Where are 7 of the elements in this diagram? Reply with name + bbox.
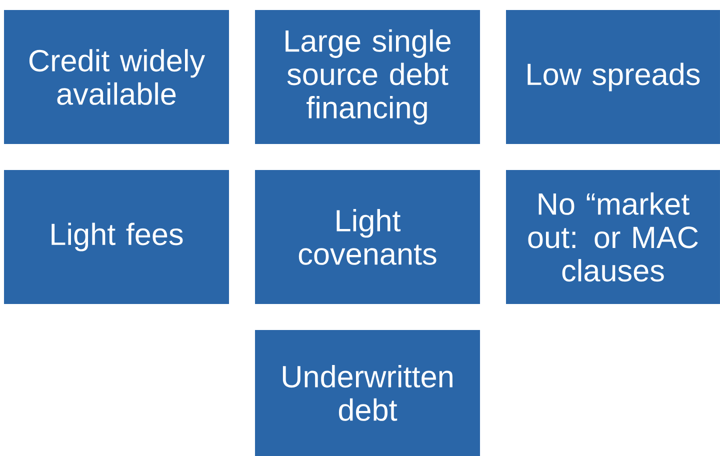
- text-box: Underwritten debt: [255, 330, 480, 456]
- text-box: Low spreads: [506, 10, 720, 144]
- text-box: Large single source debt financing: [255, 10, 480, 144]
- text-box: Light covenants: [255, 170, 480, 304]
- text-box: No “market out: or MAC clauses: [506, 170, 720, 304]
- text-box: Light fees: [4, 170, 229, 304]
- text-box: Credit widely available: [4, 10, 229, 144]
